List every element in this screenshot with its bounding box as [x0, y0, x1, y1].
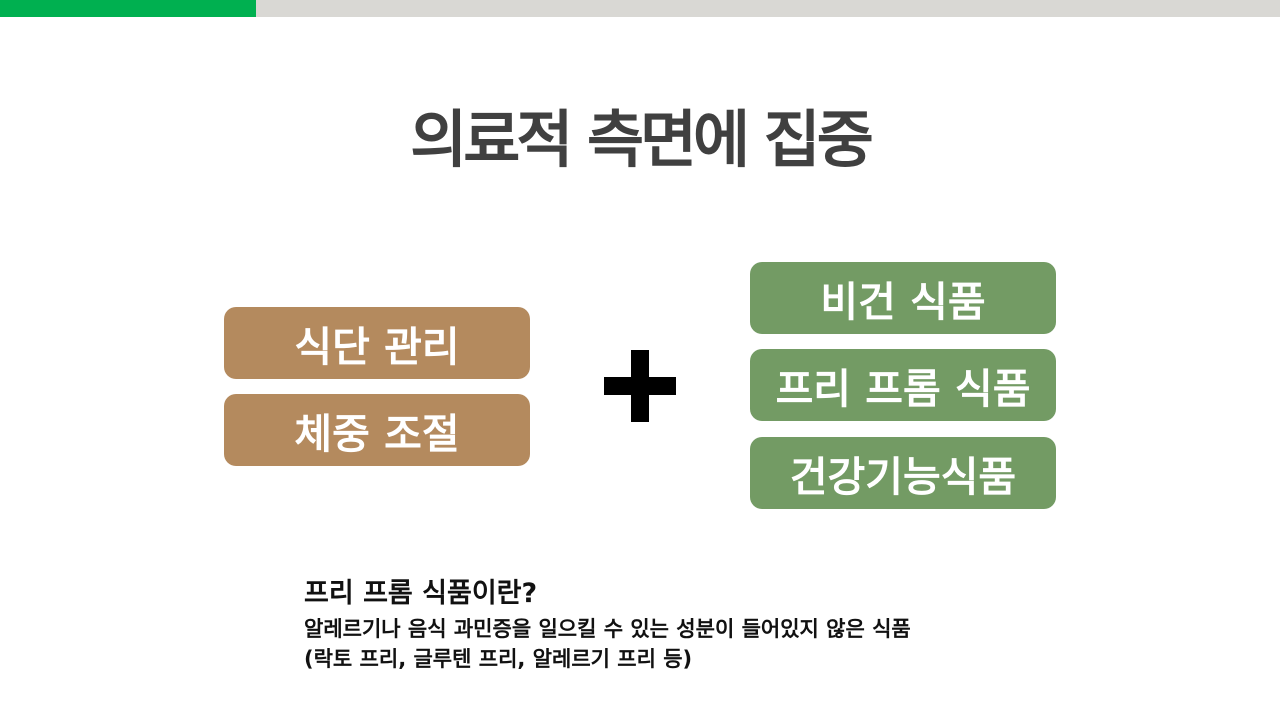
note-line-2: (락토 프리, 글루텐 프리, 알레르기 프리 등) [304, 647, 693, 671]
right-item-free-from-food: 프리 프롬 식품 [750, 349, 1056, 421]
right-item-health-functional-food: 건강기능식품 [750, 437, 1056, 509]
right-item-vegan-food: 비건 식품 [750, 262, 1056, 334]
definition-note: 프리 프롬 식품이란? 알레르기나 음식 과민증을 일으킬 수 있는 성분이 들… [304, 574, 1204, 674]
left-item-diet-management: 식단 관리 [224, 307, 530, 379]
plus-icon [604, 350, 676, 422]
left-item-weight-control: 체중 조절 [224, 394, 530, 466]
plus-icon-vertical [631, 350, 649, 422]
note-heading: 프리 프롬 식품이란? [304, 578, 538, 609]
progress-bar-track [0, 0, 1280, 17]
progress-bar-fill [0, 0, 256, 17]
slide-title: 의료적 측면에 집중 [410, 103, 874, 176]
note-line-1: 알레르기나 음식 과민증을 일으킬 수 있는 성분이 들어있지 않은 식품 [304, 617, 911, 641]
